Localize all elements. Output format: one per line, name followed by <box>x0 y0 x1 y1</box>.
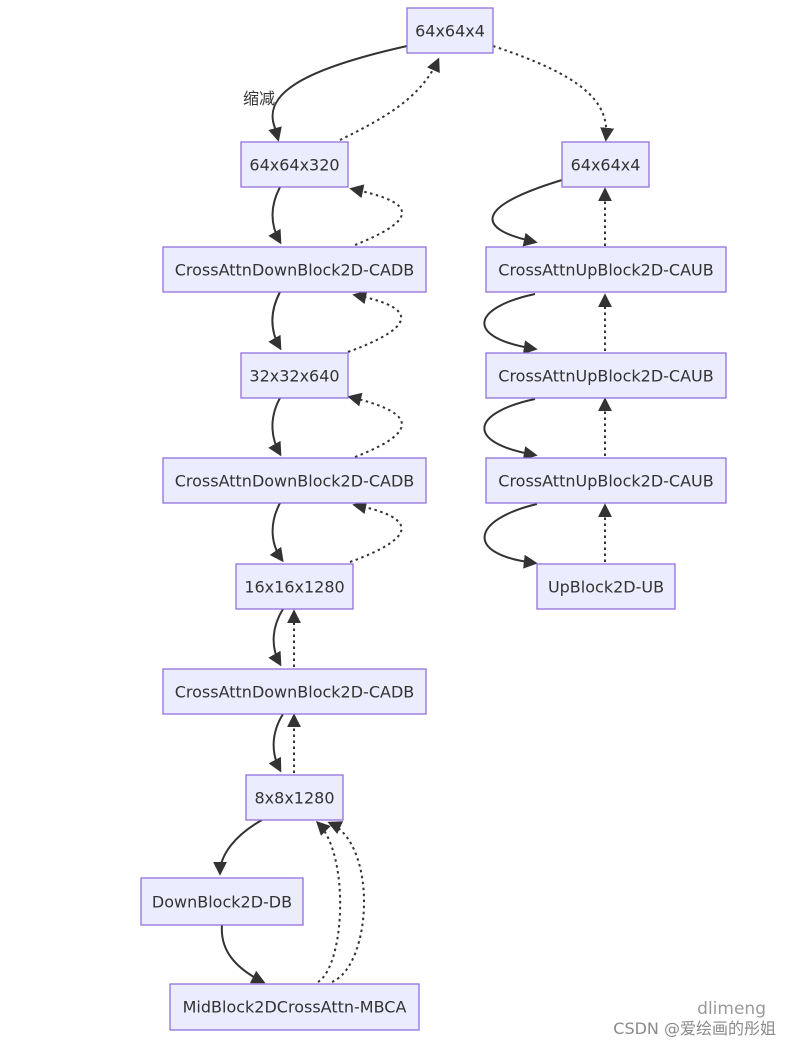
edge-cadb1-to-640 <box>268 291 282 351</box>
edge-cadb2-to-1280a <box>269 502 284 563</box>
node-label: 8x8x1280 <box>254 789 334 808</box>
node-label: CrossAttnUpBlock2D-CAUB <box>498 472 713 491</box>
watermark-source: CSDN @爱绘画的彤姐 <box>613 1019 776 1038</box>
node-label: MidBlock2DCrossAttn-MBCA <box>183 998 407 1017</box>
edge-cadb2-to-640 <box>347 392 403 458</box>
node-label: CrossAttnDownBlock2D-CADB <box>175 261 415 280</box>
node-label: CrossAttnUpBlock2D-CAUB <box>498 367 713 386</box>
edge-out-to-caub1 <box>491 179 563 247</box>
node-midblock2dcrossattn-mbca[interactable]: MidBlock2DCrossAttn-MBCA <box>169 983 420 1031</box>
node-label: 64x64x4 <box>571 156 641 175</box>
node-top-64x64x4[interactable]: 64x64x4 <box>406 7 494 54</box>
edge-top-to-320 <box>268 45 408 142</box>
node-label: 64x64x320 <box>249 156 339 175</box>
edge-mbca-to-1280b-b <box>327 821 365 983</box>
edge-top-to-out <box>492 45 615 142</box>
edge-1280b-to-db <box>213 819 263 876</box>
watermark-author: dlimeng <box>697 999 766 1019</box>
node-caub-3[interactable]: CrossAttnUpBlock2D-CAUB <box>485 457 727 504</box>
node-8x8x1280[interactable]: 8x8x1280 <box>245 774 344 821</box>
edge-caub2-to-caub3 <box>483 398 538 461</box>
edge-1280a-to-cadb2 <box>349 500 403 563</box>
node-caub-2[interactable]: CrossAttnUpBlock2D-CAUB <box>485 352 727 399</box>
node-32x32x640[interactable]: 32x32x640 <box>240 352 349 399</box>
edge-cadb1-to-320 <box>349 184 404 246</box>
node-downblock2d-db[interactable]: DownBlock2D-DB <box>140 877 304 926</box>
edge-caub1-to-caub2 <box>483 293 538 355</box>
edge-label-reduce: 缩减 <box>243 89 275 108</box>
node-label: CrossAttnDownBlock2D-CADB <box>175 472 415 491</box>
edge-cadb3-to-1280b <box>268 713 284 773</box>
edge-1280a-to-cadb3 <box>268 608 284 667</box>
node-label: 32x32x640 <box>249 367 339 386</box>
node-64x64x320[interactable]: 64x64x320 <box>240 141 349 188</box>
node-label: CrossAttnUpBlock2D-CAUB <box>498 261 713 280</box>
node-label: UpBlock2D-UB <box>548 578 664 597</box>
node-label: CrossAttnDownBlock2D-CADB <box>175 683 415 702</box>
node-out-64x64x4[interactable]: 64x64x4 <box>561 141 650 188</box>
edge-640-to-cadb2 <box>268 397 282 457</box>
node-label: 16x16x1280 <box>244 578 344 597</box>
edge-mbca-to-1280b-a <box>316 821 342 983</box>
node-upblock2d-ub[interactable]: UpBlock2D-UB <box>536 563 676 610</box>
node-cadb-3[interactable]: CrossAttnDownBlock2D-CADB <box>162 668 427 715</box>
node-label: DownBlock2D-DB <box>152 893 292 912</box>
edge-640-to-cadb1 <box>347 290 403 353</box>
edge-caub3-to-ub <box>483 503 538 569</box>
node-label: 64x64x4 <box>415 22 485 41</box>
node-caub-1[interactable]: CrossAttnUpBlock2D-CAUB <box>485 246 727 293</box>
node-cadb-1[interactable]: CrossAttnDownBlock2D-CADB <box>162 246 427 293</box>
edge-320-to-cadb1 <box>268 186 282 245</box>
watermark: dlimeng CSDN @爱绘画的彤姐 <box>613 999 776 1039</box>
node-cadb-2[interactable]: CrossAttnDownBlock2D-CADB <box>162 457 427 504</box>
edge-db-to-mbca <box>220 924 266 984</box>
node-16x16x1280[interactable]: 16x16x1280 <box>235 563 354 610</box>
edge-320-to-top <box>339 57 440 141</box>
